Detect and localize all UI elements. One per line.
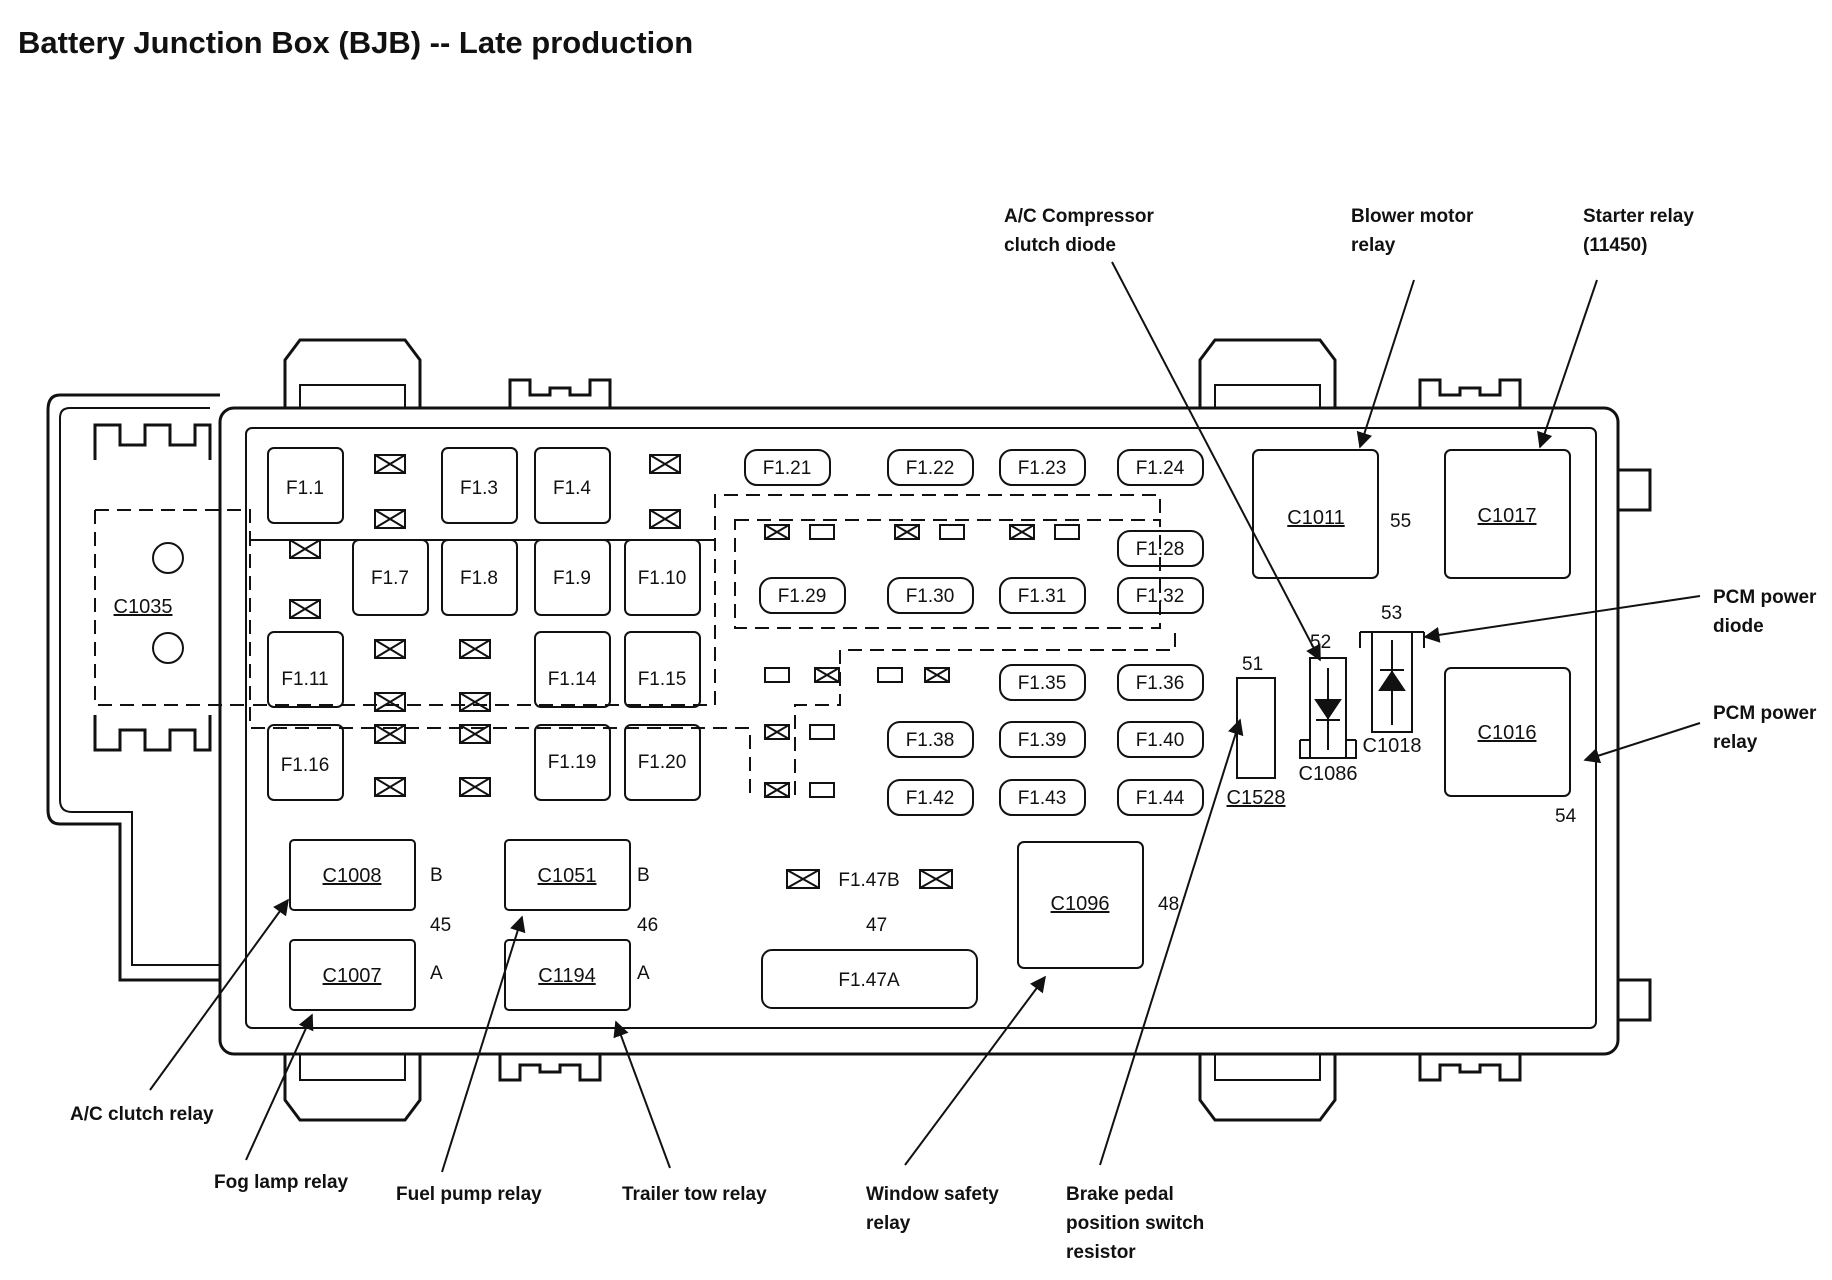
fuse-f1-42: F1.42: [906, 788, 955, 809]
connector-c1051: C1051: [538, 865, 597, 887]
fuse-f1-40: F1.40: [1136, 730, 1185, 751]
svg-text:resistor: resistor: [1066, 1242, 1136, 1263]
fuse-f1-14: F1.14: [548, 669, 597, 690]
connector-c1018: C1018: [1363, 735, 1422, 757]
svg-text:A/C Compressor: A/C Compressor: [1004, 206, 1155, 227]
position-47: 47: [866, 915, 887, 936]
callout-blower-motor-relay: Blower motor relay: [1351, 206, 1474, 256]
relay-side-a-45: A: [430, 963, 443, 984]
svg-text:clutch diode: clutch diode: [1004, 235, 1116, 256]
relay-side-b-45: B: [430, 865, 443, 886]
svg-text:PCM power: PCM power: [1713, 703, 1817, 724]
callout-brake-pedal-resistor: Brake pedal position switch resistor: [1066, 1184, 1204, 1263]
diode-c1018: [1359, 631, 1425, 733]
c1035-connector: C1035: [114, 542, 184, 664]
fuse-f1-4: F1.4: [553, 478, 591, 499]
callout-fuel-pump-relay: Fuel pump relay: [396, 1184, 542, 1205]
callout-window-safety-relay: Window safety relay: [866, 1184, 999, 1234]
callout-ac-clutch-relay: A/C clutch relay: [70, 1104, 214, 1125]
svg-text:PCM power: PCM power: [1713, 587, 1817, 608]
fuse-f1-35: F1.35: [1018, 673, 1067, 694]
position-48: 48: [1158, 894, 1179, 915]
svg-text:Brake pedal: Brake pedal: [1066, 1184, 1174, 1205]
relay-side-b-46: B: [637, 865, 650, 886]
connector-c1086: C1086: [1299, 763, 1358, 785]
svg-text:C1035: C1035: [114, 596, 173, 618]
svg-text:Blower motor: Blower motor: [1351, 206, 1474, 227]
callout-trailer-tow-relay: Trailer tow relay: [622, 1184, 767, 1205]
position-51: 51: [1242, 654, 1263, 675]
fuse-f1-16: F1.16: [281, 755, 330, 776]
svg-text:(11450): (11450): [1583, 235, 1647, 256]
fuse-f1-21: F1.21: [763, 458, 812, 479]
svg-text:Window safety: Window safety: [866, 1184, 999, 1205]
fuse-f1-11: F1.11: [281, 669, 328, 690]
svg-text:relay: relay: [1351, 235, 1396, 256]
callout-pcm-power-relay: PCM power relay: [1713, 703, 1817, 753]
callout-fog-lamp-relay: Fog lamp relay: [214, 1172, 349, 1193]
svg-text:Starter relay: Starter relay: [1583, 206, 1694, 227]
fuse-f1-29: F1.29: [778, 586, 827, 607]
fuse-f1-30: F1.30: [906, 586, 955, 607]
position-45: 45: [430, 915, 451, 936]
fuse-f1-7: F1.7: [371, 568, 409, 589]
fuse-f1-44: F1.44: [1136, 788, 1185, 809]
position-46: 46: [637, 915, 658, 936]
position-54: 54: [1555, 806, 1577, 827]
connector-c1096: C1096: [1051, 893, 1110, 915]
connector-c1528: C1528: [1227, 787, 1286, 809]
fuse-f1-47b: F1.47B: [838, 870, 899, 891]
fuse-f1-8: F1.8: [460, 568, 498, 589]
callout-starter-relay: Starter relay (11450): [1583, 206, 1694, 256]
connector-c1017: C1017: [1478, 505, 1537, 527]
svg-text:relay: relay: [866, 1213, 911, 1234]
mini-fuses: [744, 449, 1204, 1009]
diagram-title: Battery Junction Box (BJB) -- Late produ…: [18, 25, 693, 60]
fuse-f1-9: F1.9: [553, 568, 591, 589]
position-52: 52: [1310, 632, 1331, 653]
fuse-f1-19: F1.19: [548, 752, 597, 773]
fuse-f1-24: F1.24: [1136, 458, 1185, 479]
callout-ac-compressor-clutch-diode: A/C Compressor clutch diode: [1004, 206, 1155, 256]
svg-text:relay: relay: [1713, 732, 1758, 753]
relay-boxes: [289, 449, 1571, 1011]
fuse-f1-47a: F1.47A: [838, 970, 900, 991]
fuse-f1-20: F1.20: [638, 752, 687, 773]
fuse-f1-32: F1.32: [1136, 586, 1185, 607]
svg-text:position switch: position switch: [1066, 1213, 1204, 1234]
connector-c1194: C1194: [538, 965, 595, 987]
fuse-f1-10: F1.10: [638, 568, 687, 589]
terminal-markers: [289, 454, 1080, 889]
leader-lines: [149, 261, 1701, 1173]
diode-c1086: [1299, 657, 1357, 759]
position-55: 55: [1390, 511, 1411, 532]
housing: [46, 338, 1652, 1122]
fuse-f1-22: F1.22: [906, 458, 955, 479]
fuse-f1-1: F1.1: [286, 478, 324, 499]
fuse-f1-15: F1.15: [638, 669, 687, 690]
relay-side-a-46: A: [637, 963, 650, 984]
callout-pcm-power-diode: PCM power diode: [1713, 587, 1817, 637]
connector-c1016: C1016: [1478, 722, 1537, 744]
fuse-f1-39: F1.39: [1018, 730, 1067, 751]
fuse-f1-38: F1.38: [906, 730, 955, 751]
connector-c1007: C1007: [323, 965, 382, 987]
fuse-f1-3: F1.3: [460, 478, 498, 499]
connector-c1008: C1008: [323, 865, 382, 887]
fuse-f1-23: F1.23: [1018, 458, 1067, 479]
svg-text:diode: diode: [1713, 616, 1764, 637]
fuse-f1-36: F1.36: [1136, 673, 1185, 694]
connector-c1011: C1011: [1287, 507, 1344, 529]
maxi-fuses: [267, 447, 701, 801]
position-53: 53: [1381, 603, 1402, 624]
fuse-f1-28: F1.28: [1136, 539, 1185, 560]
fuse-f1-43: F1.43: [1018, 788, 1067, 809]
fuse-f1-31: F1.31: [1018, 586, 1067, 607]
